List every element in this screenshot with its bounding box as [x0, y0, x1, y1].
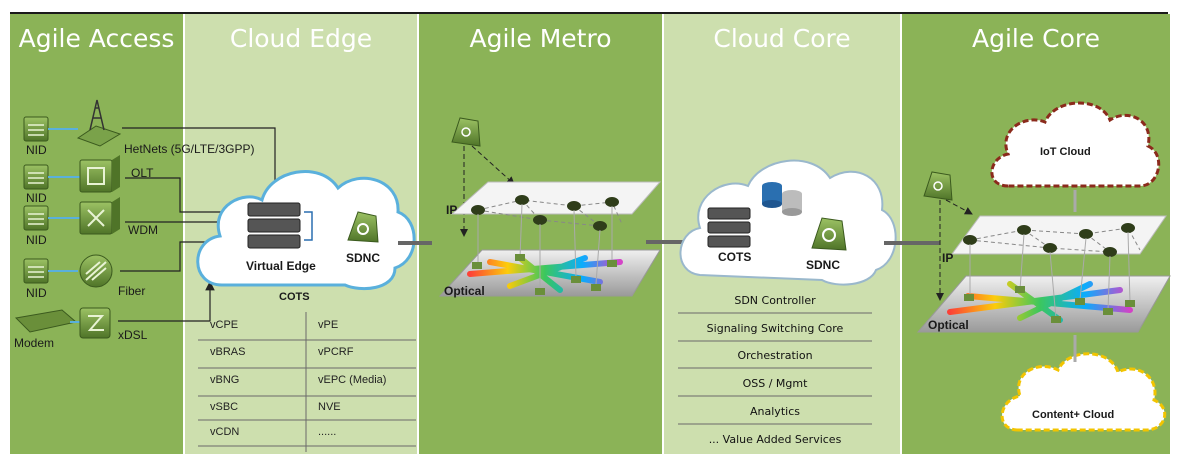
core-stack-item: Analytics	[750, 405, 800, 418]
sdnc-icon	[811, 217, 847, 251]
bracket	[304, 211, 313, 241]
vnf-cell: vPE	[318, 319, 339, 331]
ip-plane	[951, 215, 1167, 255]
iot-cloud-shape	[990, 101, 1161, 188]
core-stack-item: SDN Controller	[734, 294, 816, 307]
vnf-cell: vPCRF	[318, 346, 354, 358]
nid-label: NID	[26, 143, 47, 157]
router-icon	[963, 223, 1135, 257]
vnf-cell: ......	[318, 426, 337, 438]
hetnets-link	[122, 127, 280, 195]
router-icon	[471, 195, 619, 231]
optical-wavelengths	[467, 255, 623, 293]
nid-icon	[23, 116, 49, 142]
nid-icon	[23, 258, 49, 284]
virtual-edge-label: Virtual Edge	[246, 259, 316, 273]
sdnc-icon	[347, 211, 379, 243]
nid-label: NID	[26, 286, 47, 300]
core-cloud	[679, 159, 897, 286]
edge-cots-label: COTS	[279, 291, 310, 303]
nid-icon	[23, 205, 49, 231]
content-cloud-label: Content+ Cloud	[1032, 409, 1115, 421]
iot-cloud-label: IoT Cloud	[1040, 146, 1091, 158]
top-rule	[10, 12, 1168, 14]
core-stack-item: OSS / Mgmt	[742, 377, 808, 390]
content-cloud-shape	[1000, 352, 1167, 432]
nid-label: NID	[26, 191, 47, 205]
storage-icon	[762, 182, 802, 216]
hetnets-label: HetNets (5G/LTE/3GPP)	[124, 142, 255, 156]
vnf-cell: vBNG	[210, 374, 240, 386]
core-optical-label: Optical	[928, 318, 969, 332]
core-ip-label: IP	[942, 251, 954, 265]
optical-wavelengths	[947, 281, 1133, 323]
column-title-agile-access: Agile Access	[18, 24, 175, 53]
column-title-cloud-core: Cloud Core	[713, 24, 851, 53]
server-icon	[707, 207, 751, 248]
core-sdnc-label: SDNC	[806, 258, 841, 272]
vnf-cell: vEPC (Media)	[318, 374, 387, 386]
column-title-agile-core: Agile Core	[971, 24, 1101, 53]
core-cots-label: COTS	[718, 250, 752, 264]
core-stack-dividers	[678, 312, 872, 425]
core-stack-item: Signaling Switching Core	[706, 322, 844, 335]
vnf-table-grid	[198, 312, 416, 452]
olt-link	[125, 177, 240, 217]
edge-sdnc-label: SDNC	[346, 251, 381, 265]
vnf-cell: NVE	[318, 401, 341, 413]
xdsl-label: xDSL	[118, 328, 148, 342]
column-title-cloud-edge: Cloud Edge	[229, 24, 373, 53]
vertical-connectors	[477, 203, 613, 290]
control-link	[945, 199, 973, 215]
control-link	[471, 145, 515, 185]
optical-node-icon	[964, 286, 1135, 323]
controller-icon	[451, 117, 481, 147]
fiber-icon	[79, 254, 113, 288]
nid-icon	[23, 164, 49, 190]
virtual-edge-cloud	[196, 170, 416, 291]
vnf-cell: vSBC	[210, 401, 239, 413]
core-stack-item: Orchestration	[737, 349, 813, 362]
fiber-label: Fiber	[118, 284, 146, 298]
nid-label: NID	[26, 233, 47, 247]
vnf-cell: vCDN	[210, 426, 240, 438]
modem-icon	[14, 309, 78, 333]
vnf-cell: vCPE	[210, 319, 239, 331]
olt-label: OLT	[131, 166, 154, 180]
metro-optical-label: Optical	[444, 284, 485, 298]
xdsl-link	[118, 280, 215, 322]
server-stack-icon	[247, 202, 301, 249]
modem-label: Modem	[14, 336, 55, 350]
olt-icon	[79, 155, 120, 193]
column-title-agile-metro: Agile Metro	[469, 24, 612, 53]
controller-icon	[923, 171, 953, 201]
core-stack-item: ... Value Added Services	[708, 433, 842, 446]
cell-tower-icon	[76, 99, 122, 147]
wdm-icon	[79, 197, 120, 235]
vertical-connectors	[969, 231, 1131, 319]
vnf-cell: vBRAS	[210, 346, 246, 358]
optical-node-icon	[472, 254, 617, 295]
wdm-label: WDM	[128, 223, 158, 237]
xdsl-icon	[79, 307, 111, 339]
metro-ip-label: IP	[446, 203, 458, 217]
